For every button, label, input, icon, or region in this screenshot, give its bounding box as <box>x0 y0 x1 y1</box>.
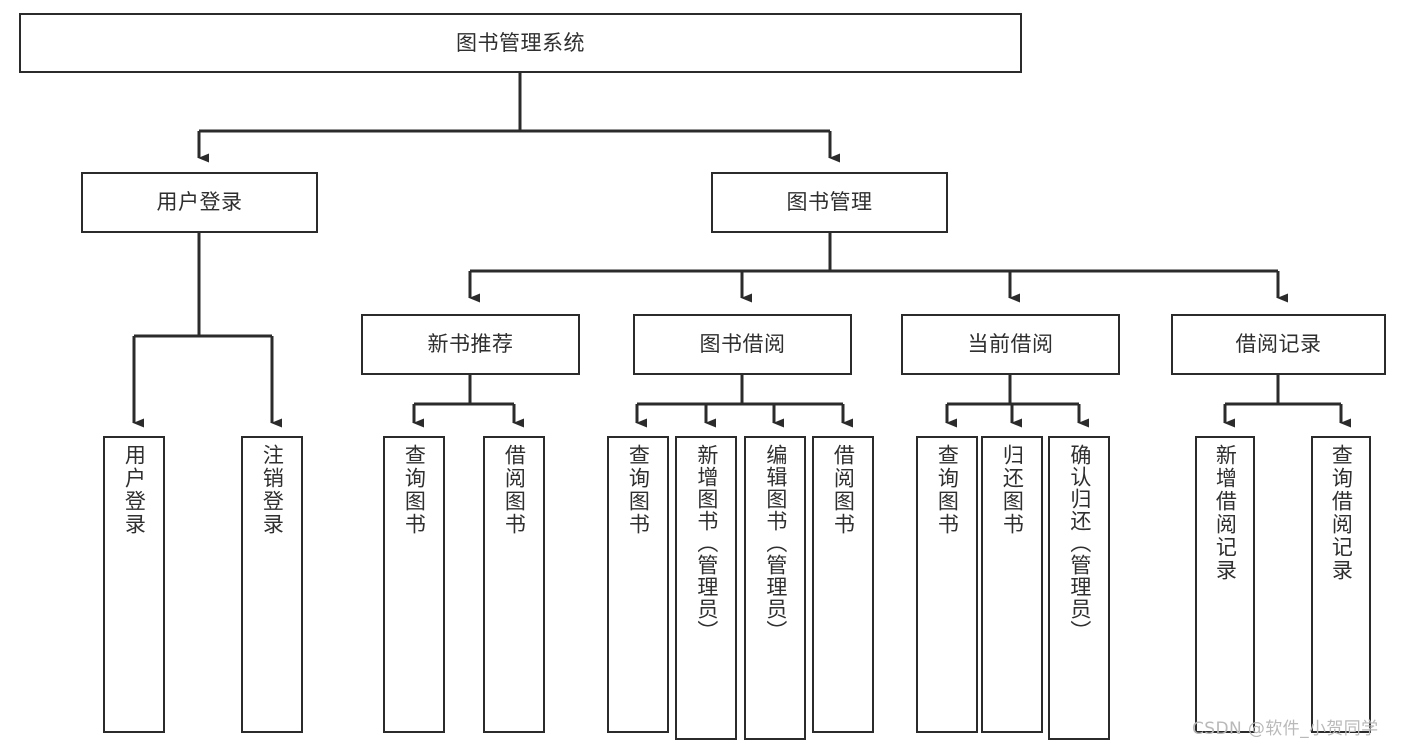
node-borrow-record-label: 借阅记录 <box>1235 332 1322 357</box>
node-leaf-add-borrow-record-label: 新增借阅记录 <box>1213 444 1238 582</box>
node-leaf-confirm-return-admin-label: 确认归还（管理员） <box>1067 444 1092 642</box>
node-leaf-query-borrow-record-label: 查询借阅记录 <box>1329 444 1354 582</box>
node-leaf-add-book-admin-label: 新增图书（管理员） <box>694 444 719 642</box>
node-user-login-label: 用户登录 <box>156 190 243 215</box>
node-book-manage[interactable]: 图书管理 <box>711 172 948 233</box>
node-leaf-user-login-label: 用户登录 <box>122 444 147 536</box>
node-leaf-edit-book-admin-label: 编辑图书（管理员） <box>763 444 788 642</box>
node-leaf-add-borrow-record[interactable]: 新增借阅记录 <box>1195 436 1255 733</box>
node-current-borrow-label: 当前借阅 <box>967 332 1054 357</box>
node-leaf-borrow-book-label: 借阅图书 <box>831 444 856 536</box>
node-leaf-query-book-current[interactable]: 查询图书 <box>916 436 978 733</box>
node-book-borrow[interactable]: 图书借阅 <box>633 314 852 375</box>
node-new-book-recommend-label: 新书推荐 <box>427 332 514 357</box>
node-borrow-record[interactable]: 借阅记录 <box>1171 314 1386 375</box>
node-leaf-return-book-label: 归还图书 <box>1000 444 1025 536</box>
node-leaf-query-borrow-record[interactable]: 查询借阅记录 <box>1311 436 1371 733</box>
node-leaf-edit-book-admin[interactable]: 编辑图书（管理员） <box>744 436 806 740</box>
node-leaf-query-book-borrow[interactable]: 查询图书 <box>607 436 669 733</box>
node-current-borrow[interactable]: 当前借阅 <box>901 314 1120 375</box>
node-root-label: 图书管理系统 <box>456 30 585 55</box>
node-user-login[interactable]: 用户登录 <box>81 172 318 233</box>
node-book-borrow-label: 图书借阅 <box>699 332 786 357</box>
node-leaf-logout-label: 注销登录 <box>260 444 285 536</box>
node-leaf-user-login[interactable]: 用户登录 <box>103 436 165 733</box>
node-root[interactable]: 图书管理系统 <box>19 13 1022 73</box>
node-leaf-query-book-recommend[interactable]: 查询图书 <box>383 436 445 733</box>
node-leaf-borrow-book-recommend-label: 借阅图书 <box>502 444 527 536</box>
node-leaf-add-book-admin[interactable]: 新增图书（管理员） <box>675 436 737 740</box>
node-leaf-confirm-return-admin[interactable]: 确认归还（管理员） <box>1048 436 1110 740</box>
node-leaf-logout[interactable]: 注销登录 <box>241 436 303 733</box>
node-leaf-borrow-book[interactable]: 借阅图书 <box>812 436 874 733</box>
node-leaf-query-book-recommend-label: 查询图书 <box>402 444 427 536</box>
node-new-book-recommend[interactable]: 新书推荐 <box>361 314 580 375</box>
node-leaf-query-book-current-label: 查询图书 <box>935 444 960 536</box>
watermark-text: CSDN @软件_小贺同学 <box>1192 719 1379 739</box>
node-leaf-borrow-book-recommend[interactable]: 借阅图书 <box>483 436 545 733</box>
node-leaf-return-book[interactable]: 归还图书 <box>981 436 1043 733</box>
node-book-manage-label: 图书管理 <box>786 190 873 215</box>
node-leaf-query-book-borrow-label: 查询图书 <box>626 444 651 536</box>
